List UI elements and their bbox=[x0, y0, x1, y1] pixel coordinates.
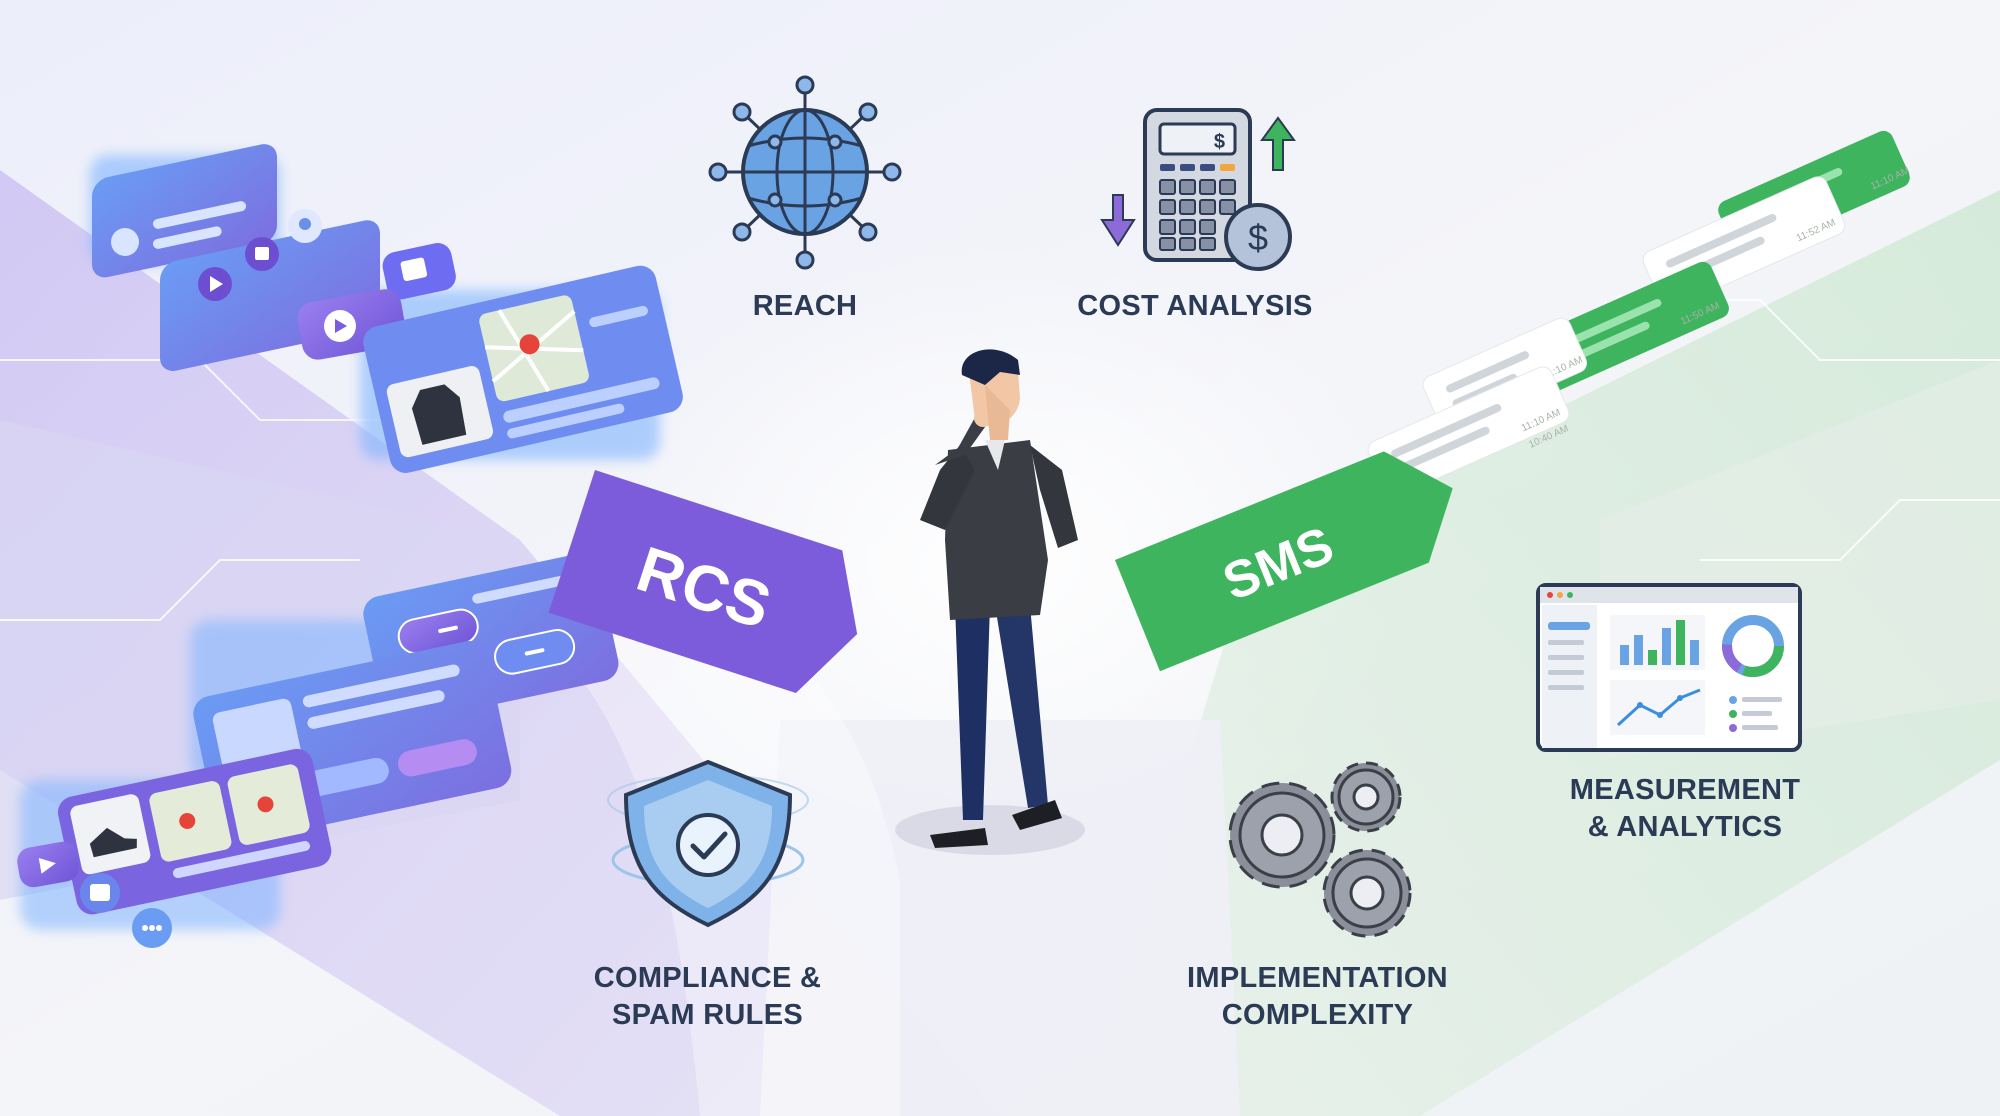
reach-label-line-1: REACH bbox=[752, 290, 858, 322]
rcs-message-cluster-upper bbox=[90, 144, 683, 473]
implementation-label-line-1: IMPLEMENTATION bbox=[1187, 962, 1448, 994]
globe-icon bbox=[708, 75, 902, 270]
sms-path-arrow: SMS bbox=[1115, 451, 1453, 672]
rcs-message-cluster-lower bbox=[17, 553, 619, 948]
implementation-label: IMPLEMENTATION COMPLEXITY bbox=[1150, 960, 1485, 1034]
reach-label: REACH bbox=[700, 288, 910, 325]
cost-analysis-label: COST ANALYSIS bbox=[1040, 288, 1350, 325]
cost-label-line-1: COST ANALYSIS bbox=[1077, 290, 1313, 322]
svg-text:$: $ bbox=[1214, 131, 1225, 153]
svg-text:$: $ bbox=[1248, 217, 1268, 258]
measurement-label-line-2: & ANALYTICS bbox=[1587, 811, 1783, 843]
measurement-label: MEASUREMENT & ANALYTICS bbox=[1525, 772, 1845, 846]
person-figure bbox=[895, 349, 1085, 855]
calculator-icon: $ $ bbox=[1100, 108, 1296, 271]
compliance-label: COMPLIANCE & SPAM RULES bbox=[555, 960, 860, 1034]
measurement-label-line-1: MEASUREMENT bbox=[1569, 774, 1801, 806]
sms-message-cluster: 11:10 AM 11:52 AM 11:50 AM 11:10 AM 11:1… bbox=[1367, 130, 1912, 498]
gears-icon bbox=[1228, 761, 1412, 938]
compliance-label-line-2: SPAM RULES bbox=[612, 999, 803, 1031]
shield-check-icon bbox=[607, 759, 809, 928]
compliance-label-line-1: COMPLIANCE & bbox=[593, 962, 822, 994]
implementation-label-line-2: COMPLEXITY bbox=[1221, 999, 1414, 1031]
rcs-path-arrow: RCS bbox=[548, 470, 858, 694]
analytics-dashboard-icon bbox=[1536, 583, 1802, 752]
